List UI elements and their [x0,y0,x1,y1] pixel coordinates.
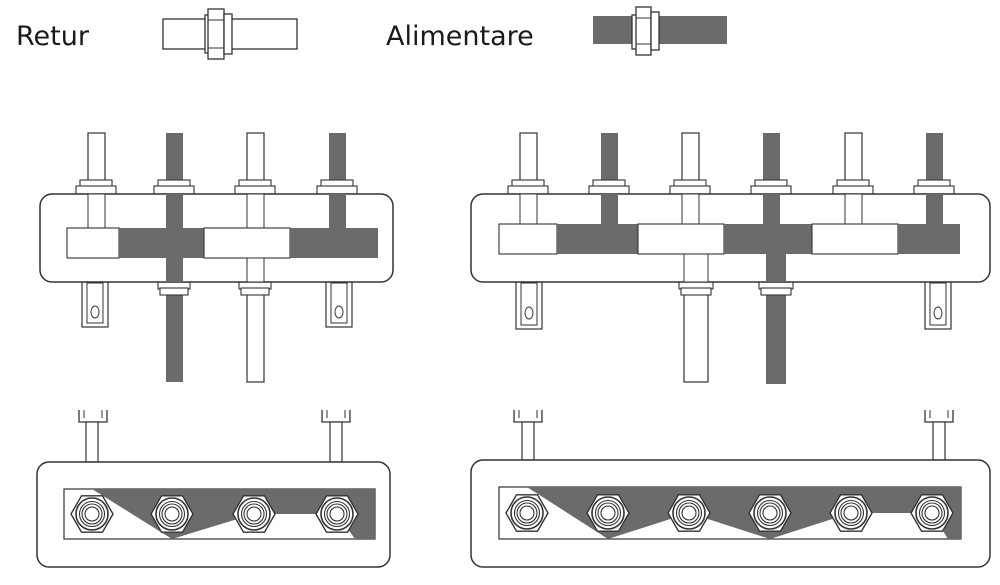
pipe-fitting [758,281,794,296]
chamber-supply [724,224,812,254]
chamber-supply [898,224,960,254]
mounting-bracket [325,280,353,328]
pipe-fitting [153,179,195,195]
top-pipe-return [519,132,538,182]
pipe-fitting [913,179,955,195]
pipe-fitting [507,179,549,195]
mounting-bracket [515,280,543,330]
pipe-fitting [832,179,874,195]
mounting-bracket [924,280,952,330]
legend-return-pipe-swatch [162,8,298,60]
chamber-return [637,223,725,255]
mounting-bracket-top [924,410,954,461]
bottom-pipe-return [246,293,265,383]
port-connector [748,494,792,532]
bottom-pipe-return [683,293,709,383]
legend-return-label: Retur [16,21,90,52]
top-pipe-supply [763,133,780,181]
pipe-fitting [234,179,276,195]
port-connector [667,494,711,532]
bottom-pipe-supply [166,294,183,382]
mounting-bracket-top [321,410,351,463]
chamber-return [203,227,291,259]
manifold-6-front-view [470,132,991,384]
mounting-bracket-top [513,410,543,461]
pipe-fitting [238,281,272,296]
chamber-supply [119,228,204,258]
chamber-supply [290,228,378,258]
top-pipe-return [681,132,700,182]
legend-supply-label: Alimentare [386,21,534,52]
pipe-fitting [750,179,792,195]
pipe-fitting [588,179,630,195]
port-connector [150,495,194,533]
top-pipe-supply [166,133,183,181]
port-connector [505,494,549,532]
pipe-fitting [75,179,117,195]
legend-supply-pipe-swatch [593,6,727,56]
pipe-fitting [669,179,711,195]
port-connector [70,495,114,533]
port-connector [586,494,630,532]
port-connector [232,495,276,533]
port-connector [315,495,359,533]
chamber-return [498,223,558,255]
top-pipe-return [844,132,863,182]
manifold-4-top-view [36,410,391,568]
manifold-4-front-view [39,132,394,383]
port-connector [829,494,873,532]
top-pipe-return [87,132,106,182]
top-pipe-return [246,132,265,182]
chamber-return [811,223,899,255]
top-pipe-supply [601,133,618,181]
top-pipe-supply [329,133,346,181]
manifold-6-top-view [470,410,991,568]
pipe-fitting [316,179,358,195]
chamber-supply [557,224,638,254]
mounting-bracket-top [78,410,108,463]
top-pipe-supply [926,133,943,181]
pipe-fitting [157,281,191,296]
chamber-return [66,227,120,259]
legend: Retur Alimentare [16,6,727,60]
pipe-fitting [678,281,714,296]
mounting-bracket [81,280,109,328]
port-connector [910,494,954,532]
bottom-pipe-supply [766,294,786,384]
